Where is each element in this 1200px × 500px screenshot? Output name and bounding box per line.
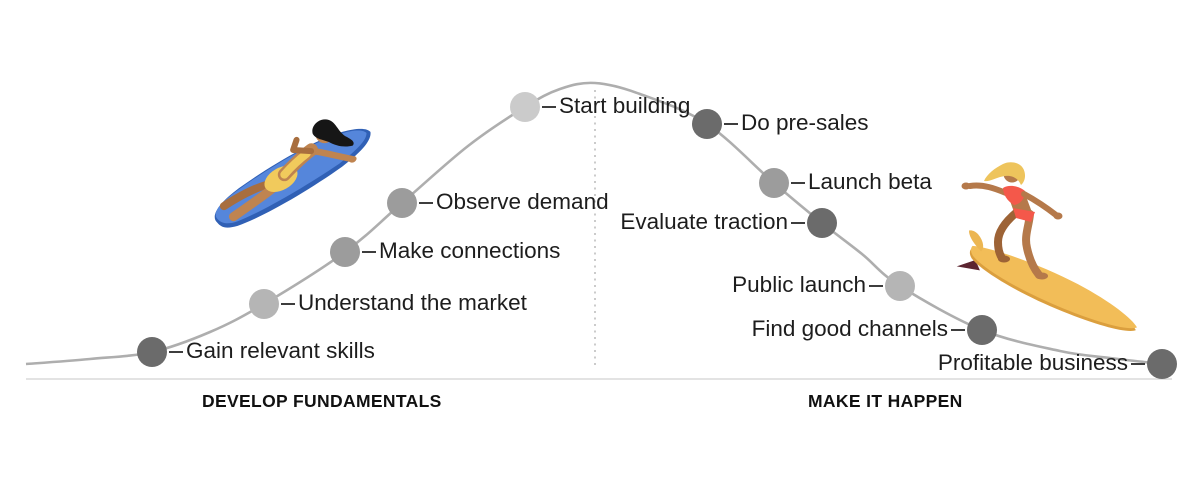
surfboard-tail-kick	[969, 230, 984, 252]
milestone-dot	[1147, 349, 1177, 379]
paddler-far-leg	[219, 180, 271, 211]
surfer-hair	[984, 162, 1026, 185]
milestones-layer	[137, 92, 1177, 379]
surfboard-fin	[956, 259, 980, 271]
paddler-hair	[312, 119, 354, 147]
milestone-dot	[692, 109, 722, 139]
milestone-dot	[967, 315, 997, 345]
paddler-illustration	[214, 119, 371, 228]
surfer-back-foot	[1036, 272, 1048, 280]
milestone-dot	[330, 237, 360, 267]
surfer-back-hand	[961, 182, 971, 190]
journey-curve	[25, 81, 1163, 366]
milestone-dot	[137, 337, 167, 367]
section-label-develop-fundamentals: DEVELOP FUNDAMENTALS	[202, 391, 442, 411]
paddler-hand	[349, 156, 357, 163]
paddler-planted-arm	[311, 148, 355, 163]
surfer-front-foot	[998, 255, 1010, 263]
milestone-dot	[510, 92, 540, 122]
milestone-dot	[759, 168, 789, 198]
milestone-dot	[807, 208, 837, 238]
milestone-dot	[885, 271, 915, 301]
surfer-illustration	[956, 162, 1137, 331]
paddler-swimsuit-back	[280, 149, 311, 179]
milestone-dot	[387, 188, 417, 218]
surfer-front-leg	[993, 208, 1021, 262]
surfer-bikini-top	[1003, 185, 1025, 205]
surfer-front-arm	[1021, 191, 1059, 218]
surfer-back-arm	[967, 182, 1009, 196]
paddler-bent-arm	[290, 136, 315, 155]
surfer-front-hand	[1053, 212, 1063, 220]
section-label-make-it-happen: MAKE IT HAPPEN	[808, 391, 963, 411]
surfer-back-leg	[1022, 210, 1043, 279]
milestone-dot	[249, 289, 279, 319]
yellow-surfboard-deck	[970, 245, 1137, 329]
surfer-bikini-bottom	[1013, 208, 1035, 222]
